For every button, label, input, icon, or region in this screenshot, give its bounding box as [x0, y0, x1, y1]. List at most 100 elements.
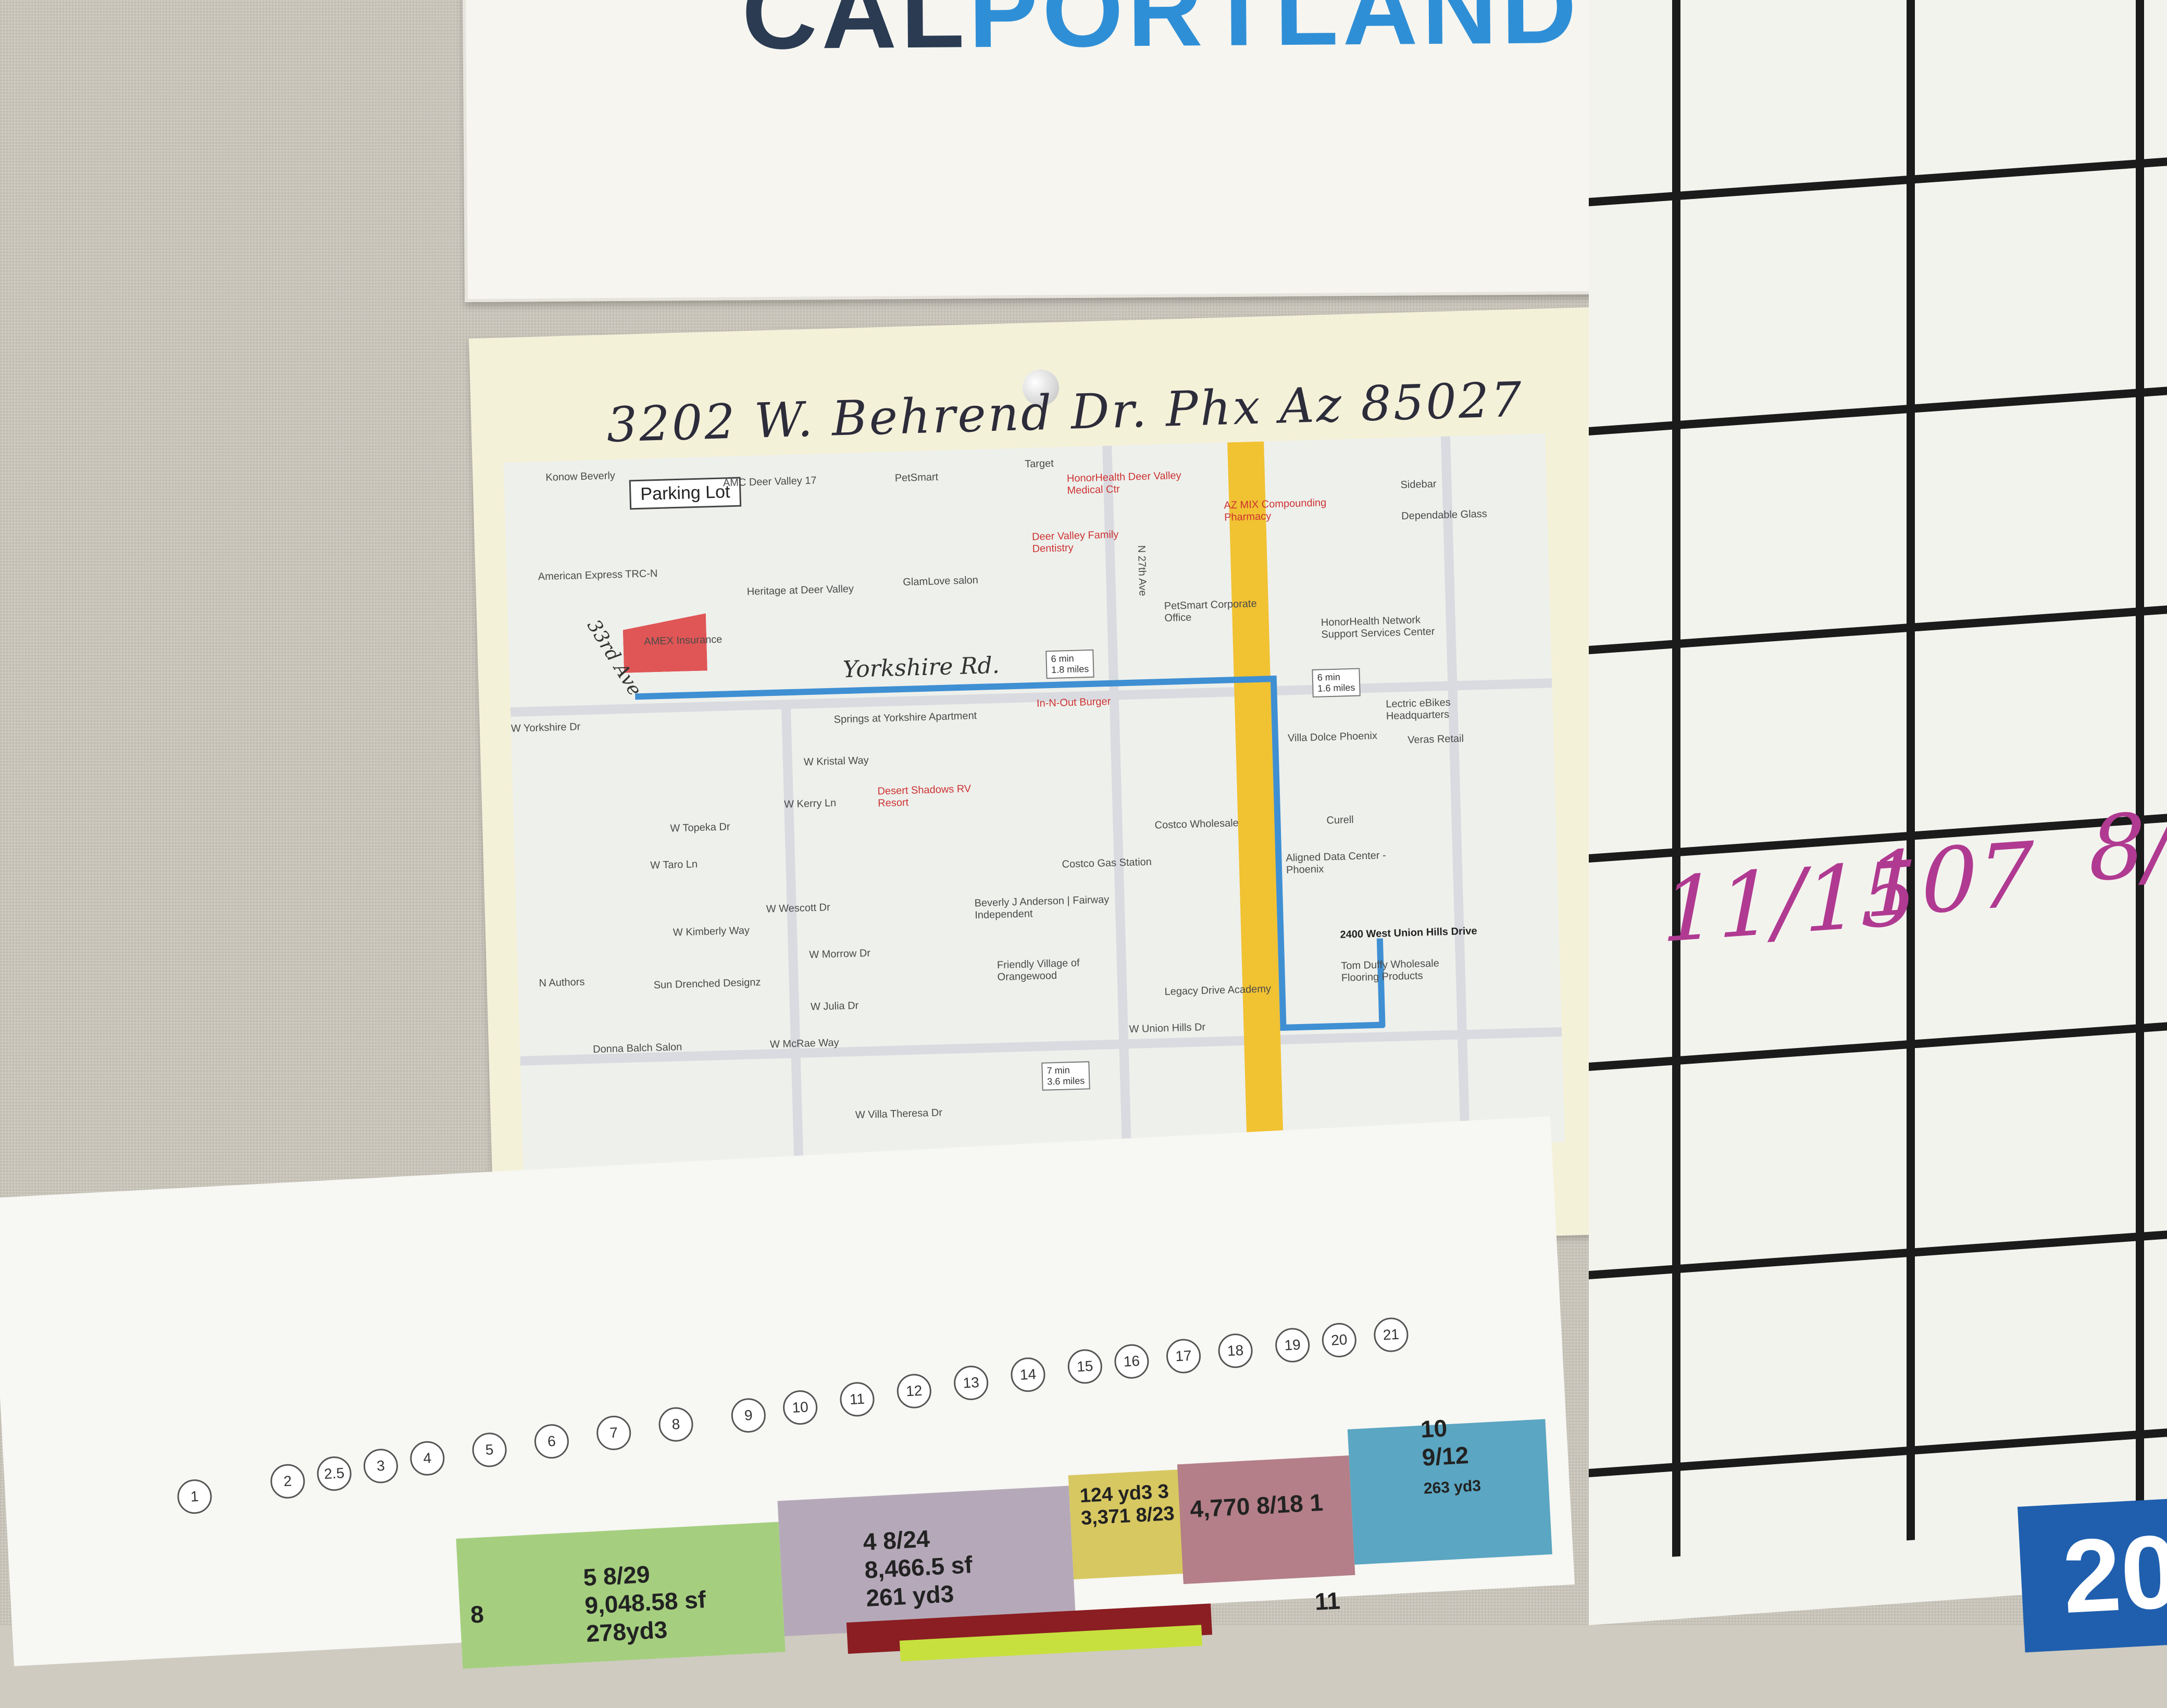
whiteboard-partial: 8/ [2089, 792, 2167, 902]
zone-8-label: 8 [469, 1600, 485, 1628]
poi: Aligned Data Center - Phoenix [1286, 850, 1387, 876]
poi: Lectric eBikes Headquarters [1385, 696, 1451, 722]
poi: HonorHealth Deer Valley Medical Ctr [1066, 469, 1181, 497]
poi: Target [1024, 457, 1054, 470]
route-time: 6 min [1051, 653, 1074, 665]
poi: Springs at Yorkshire Apartment [833, 710, 977, 726]
poi: GlamLove salon [903, 574, 979, 588]
poi: PetSmart Corporate Office [1164, 597, 1257, 624]
company-sign: CALPORTLAND [462, 0, 1670, 303]
zone-11-label: 11 [1314, 1587, 1341, 1615]
route-time: 6 min [1317, 671, 1341, 683]
grid-bubble: 2 [269, 1463, 306, 1500]
zone-volume: 261 yd3 [865, 1580, 955, 1612]
grid-bubble: 11 [839, 1381, 876, 1418]
grid-bubble: 4 [409, 1440, 445, 1477]
zone-area: 4,770 [1189, 1492, 1251, 1523]
poi: Veras Retail [1407, 732, 1464, 746]
blue-sign: 20 [2017, 1493, 2167, 1653]
route-distance: 1.8 miles [1051, 664, 1089, 676]
grid-bubble: 8 [657, 1406, 694, 1443]
street-label: W Kerry Ln [783, 797, 837, 811]
poi: AMEX Insurance [644, 633, 723, 647]
route-distance: 3.6 miles [1047, 1075, 1085, 1087]
poi: AMC Deer Valley 17 [723, 475, 817, 489]
zone-area: 8,466.5 sf [864, 1551, 973, 1584]
grid-bubble: 10 [782, 1389, 818, 1426]
zone-date: 8/29 [602, 1560, 651, 1590]
poi: Dependable Glass [1401, 508, 1488, 522]
poi: Costco Wholesale [1154, 817, 1239, 831]
zone-volume: 278yd3 [585, 1616, 668, 1648]
yorkshire-label: Yorkshire Rd. [842, 652, 1000, 683]
zone-date: 8/23 [1135, 1502, 1175, 1527]
poi: Deer Valley Family Dentistry [1031, 529, 1119, 555]
grid-bubble: 17 [1165, 1338, 1202, 1375]
poi: Friendly Village of Orangewood [997, 957, 1080, 983]
whiteboard-calendar: 11/15 107 8/ [1589, 0, 2167, 1625]
zone-area: 3,371 [1080, 1505, 1131, 1530]
poi: Villa Dolce Phoenix [1287, 730, 1378, 744]
grid-bubble: 6 [533, 1423, 570, 1460]
zone-number: 1 [1309, 1488, 1324, 1517]
zone-number: 5 [582, 1563, 597, 1591]
poi: N Authors [539, 976, 585, 989]
grid-bubble: 2.5 [316, 1455, 353, 1492]
route-line [1280, 1021, 1385, 1031]
poi: PetSmart [894, 471, 939, 484]
poi: Konow Beverly [545, 470, 616, 483]
poi: HonorHealth Network Support Services Cen… [1321, 614, 1435, 641]
street-label: W Yorkshire Dr [510, 721, 581, 735]
route-time: 7 min [1047, 1065, 1070, 1076]
street-label: W Taro Ln [650, 858, 698, 871]
street-label: W Union Hills Dr [1129, 1021, 1206, 1036]
grid-bubble: 13 [953, 1365, 989, 1401]
poi: American Express TRC-N [538, 568, 658, 583]
zone-date: 8/18 [1255, 1489, 1304, 1519]
map-area: Parking Lot Yorkshire Rd. 33rd Ave Konow… [503, 433, 1565, 1171]
poi: Donna Balch Salon [592, 1041, 682, 1055]
grid-bubble: 1 [176, 1478, 213, 1515]
route-distance: 1.6 miles [1317, 682, 1355, 694]
street-label: W Kristal Way [803, 754, 869, 768]
poi: Sidebar [1400, 478, 1437, 491]
sign-text-dark: CAL [741, 0, 969, 71]
sign-text-accent: PORTLAND [968, 0, 1581, 70]
grid-bubble: 15 [1067, 1348, 1103, 1385]
poi: Beverly J Anderson | Fairway Independent [974, 894, 1110, 921]
sign-logo-text: CALPORTLAND [742, 0, 1581, 73]
zone-volume: 263 yd3 [1423, 1477, 1481, 1498]
street-label: W McRae Way [769, 1037, 839, 1051]
grid-bubble: 20 [1321, 1322, 1358, 1358]
whiteboard-number: 107 [1865, 823, 2034, 938]
grid-bubble: 7 [595, 1415, 632, 1451]
street-label: W Wescott Dr [766, 902, 831, 915]
grid-line [1907, 0, 1915, 1541]
poi: In-N-Out Burger [1036, 695, 1111, 709]
road [781, 705, 804, 1164]
zone-number: 4 [862, 1527, 877, 1556]
zone-volume: 124 yd3 [1079, 1481, 1153, 1507]
poi: Tom Duffy Wholesale Flooring Products [1340, 957, 1440, 984]
poi: Curell [1326, 814, 1354, 827]
grid-bubble: 18 [1217, 1332, 1254, 1369]
grid-bubble: 19 [1274, 1327, 1311, 1364]
poi: AZ MIX Compounding Pharmacy [1224, 497, 1327, 523]
street-label: W Julia Dr [810, 1000, 859, 1013]
grid-bubble: 16 [1113, 1343, 1150, 1380]
floor-plan-sheet: 1 2 2.5 3 4 5 6 7 8 9 10 11 12 13 14 15 … [0, 1116, 1575, 1669]
grid-bubble: 5 [471, 1431, 508, 1468]
grid-bubble: 21 [1373, 1316, 1410, 1353]
zone-date: 8/24 [882, 1525, 930, 1555]
poi: Costco Gas Station [1062, 856, 1152, 870]
zone-date: 9/12 [1421, 1441, 1469, 1471]
street-label: W Topeka Dr [670, 821, 730, 834]
poi: Sun Drenched Designz [653, 976, 761, 991]
